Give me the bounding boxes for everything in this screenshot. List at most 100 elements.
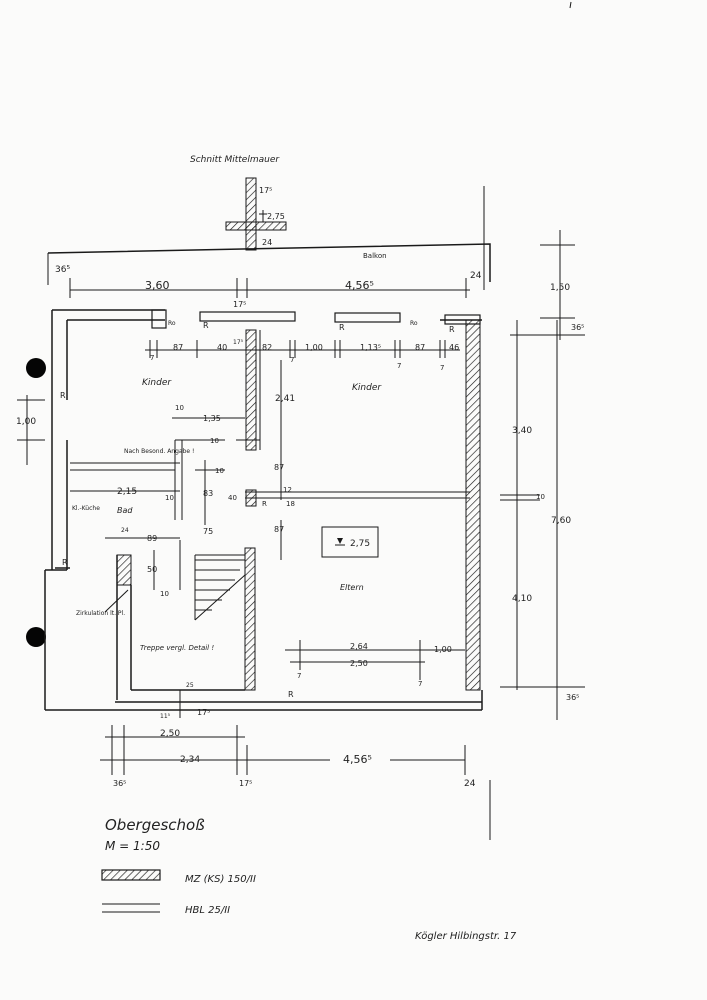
window-dim-row (145, 340, 460, 358)
room-bad: Bad (117, 506, 133, 515)
window-dim-4: 82 (262, 343, 272, 352)
bottom-small-2: 17⁵ (197, 708, 210, 717)
left-dim: 1,00 (16, 417, 36, 427)
plan-title: Obergeschoß (105, 816, 205, 834)
right-dim-3: 7,60 (551, 516, 571, 526)
punch-hole-top (26, 358, 46, 378)
wall-mark-r3: R (449, 325, 455, 334)
eltern-dim-2: 1,00 (434, 645, 452, 654)
room-eltern: Eltern (340, 583, 364, 592)
plan-scale: M = 1:50 (105, 839, 160, 853)
room-kinder-left: Kinder (142, 378, 172, 388)
level-mark: 2,75 (350, 539, 370, 549)
svg-text:7: 7 (397, 362, 401, 370)
bottom-row2-right: 4,56⁵ (343, 753, 372, 766)
svg-text:7: 7 (440, 364, 444, 372)
window-dim-7: 87 (415, 343, 425, 352)
interior-dim-4: 2,41 (275, 394, 295, 404)
interior-dim-10: 40 (228, 494, 237, 502)
svg-text:7: 7 (150, 354, 154, 362)
punch-hole-bottom (26, 627, 46, 647)
top-dim-right: 4,56⁵ (345, 279, 374, 292)
stairwell (116, 540, 256, 700)
bottom-small-3: 25 (186, 682, 194, 689)
right-dim-5: 36⁵ (566, 693, 579, 702)
section-dim-1: 17⁵ (259, 186, 272, 195)
middle-wall (236, 329, 261, 451)
bottom-small-1: 11⁵ (160, 713, 171, 720)
wall-mark-r2: R (339, 323, 345, 332)
interior-dim-8: 2,15 (117, 487, 137, 497)
top-dim-mid: 17⁵ (233, 300, 246, 309)
window-dim-8: 46 (449, 343, 459, 352)
section-dim-3: 24 (262, 238, 272, 247)
note-zirkulation: Zirkulation lt. Pl. (76, 610, 125, 617)
right-dim-4: 4,10 (512, 594, 532, 604)
section-dim-2: 2,75 (267, 212, 285, 221)
svg-text:7: 7 (290, 356, 294, 364)
interior-dim-12: 18 (286, 500, 295, 508)
wall-mark-r7: R (262, 500, 267, 508)
eltern-dim-1: 2,64 (350, 642, 368, 651)
wall-mark-r6: R (62, 558, 68, 567)
bottom-row1: 2,50 (160, 729, 180, 739)
level-marker (321, 526, 379, 558)
right-dim-2: 10 (536, 493, 545, 501)
right-top-dim-2: 36⁵ (571, 323, 584, 332)
window-dim-1: 87 (173, 343, 183, 352)
right-wall-dim: 24 (470, 271, 482, 281)
left-wall-dim: 36⁵ (55, 265, 70, 275)
right-top-dim-1: 1,50 (550, 283, 570, 293)
wall-mark-r5: R (288, 690, 294, 699)
interior-dim-11: 12 (283, 486, 292, 494)
eltern-dim-3: 2,50 (350, 659, 368, 668)
small-tag-ro1: Ro (168, 320, 176, 327)
eltern-dim-5: 7 (418, 680, 422, 688)
interior-dim-13: 87 (274, 525, 284, 534)
window-dim-6: 1,13⁵ (360, 343, 381, 352)
interior-dim-17: 50 (147, 565, 157, 574)
window-dim-3: 17⁵ (233, 339, 244, 346)
bottom-row2-left: 2,34 (180, 755, 200, 765)
interior-dim-9: 10 (165, 494, 174, 502)
footer-note: Kögler Hilbingstr. 17 (415, 931, 517, 942)
top-dimension-line (69, 278, 470, 298)
interior-dim-16: 24 (121, 527, 129, 534)
eltern-dims (285, 640, 465, 680)
interior-dim-18: 10 (160, 590, 169, 598)
bottom-dimensions (100, 690, 466, 775)
right-dimensions (500, 320, 585, 720)
section-label: Schnitt Mittelmauer (190, 155, 280, 165)
interior-dim-1: 10 (175, 404, 184, 412)
section-detail (225, 177, 287, 251)
room-kueche: Kl.-Küche (72, 505, 100, 512)
window-dim-5: 1,00 (305, 343, 323, 352)
left-dimension (17, 395, 45, 465)
east-wall-hatched (465, 319, 481, 691)
outer-walls (44, 309, 483, 711)
wall-mark-r4: R (60, 391, 66, 400)
balcony (47, 186, 491, 290)
small-tag-ro2: Ro (410, 320, 418, 327)
interior-dim-5: 87 (274, 463, 284, 472)
eltern-dim-4: 7 (297, 672, 301, 680)
legend-label-2: HBL 25/II (185, 905, 230, 916)
legend-label-1: MZ (KS) 150/II (185, 874, 256, 885)
interior-dim-7: 83 (203, 489, 213, 498)
window-marks (151, 309, 481, 329)
interior-dim-14: 75 (203, 527, 213, 536)
room-kinder-right: Kinder (352, 383, 382, 393)
bottom-row3-1: 36⁵ (113, 779, 126, 788)
note-nach-angabe: Nach Besond. Angabe ! (124, 448, 194, 455)
top-dim-left: 3,60 (145, 279, 170, 292)
note-treppe: Treppe vergl. Detail ! (140, 644, 214, 652)
legend-line-swatch (102, 903, 160, 913)
wall-mark-r1: R (203, 321, 209, 330)
legend-hatched-swatch (101, 869, 161, 881)
bottom-row3-3: 24 (464, 779, 476, 789)
interior-dim-6: 10 (215, 467, 224, 475)
right-top-dimension (540, 230, 575, 340)
window-dim-2: 40 (217, 343, 227, 352)
balkon-label: Balkon (363, 252, 387, 260)
